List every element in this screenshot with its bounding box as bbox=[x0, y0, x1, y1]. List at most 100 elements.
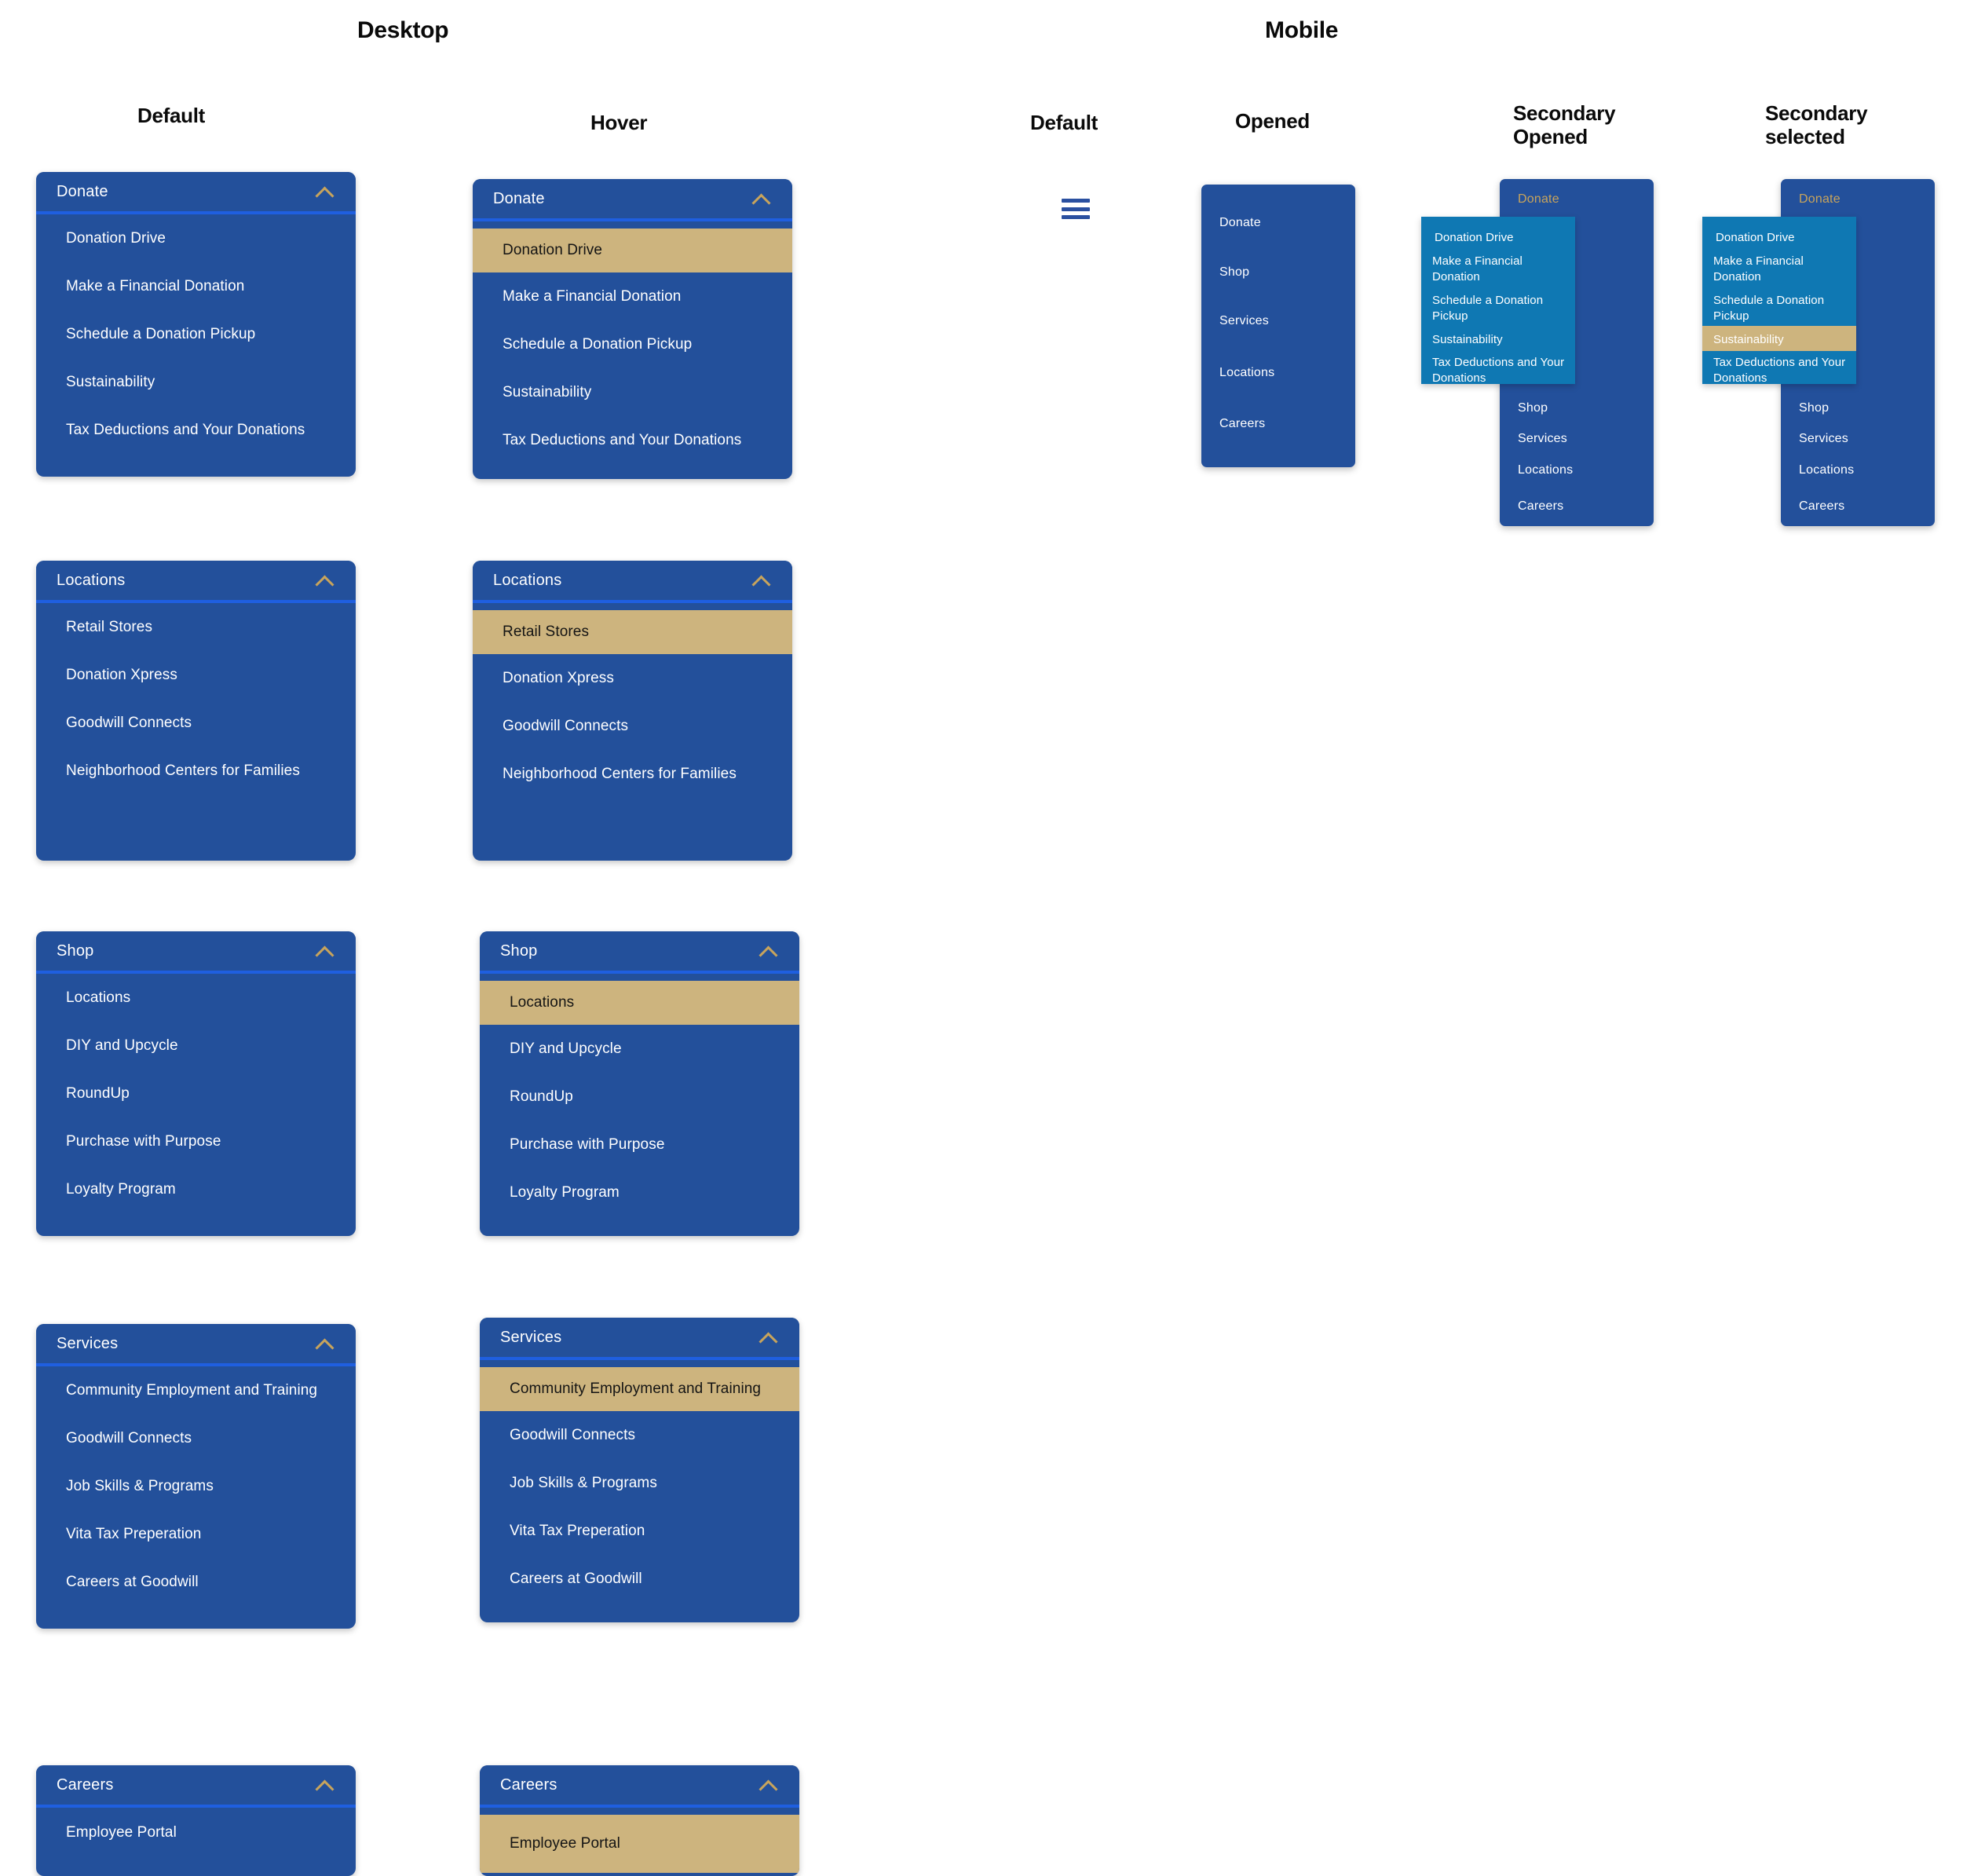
menu-item-hovered[interactable]: Employee Portal bbox=[480, 1815, 799, 1873]
chevron-up-icon[interactable] bbox=[315, 185, 335, 198]
card-header-careers[interactable]: Careers bbox=[36, 1765, 356, 1808]
card-header-donate[interactable]: Donate bbox=[473, 179, 792, 221]
menu-item[interactable]: Locations bbox=[66, 989, 131, 1006]
mobile-nav-item[interactable]: Services bbox=[1799, 432, 1848, 445]
menu-item[interactable]: Job Skills & Programs bbox=[510, 1474, 657, 1491]
mobile-nav-item[interactable]: Locations bbox=[1219, 366, 1275, 379]
menu-item[interactable]: DIY and Upcycle bbox=[510, 1040, 622, 1057]
menu-item[interactable]: Donation Xpress bbox=[503, 669, 614, 686]
desktop-default-card-careers[interactable]: Careers Employee Portal bbox=[36, 1765, 356, 1876]
menu-item[interactable]: Vita Tax Preperation bbox=[510, 1522, 645, 1539]
menu-item[interactable]: Make a Financial Donation bbox=[503, 287, 682, 305]
menu-item[interactable]: Job Skills & Programs bbox=[66, 1477, 214, 1494]
card-header-locations[interactable]: Locations bbox=[36, 561, 356, 603]
chevron-up-icon[interactable] bbox=[759, 945, 779, 957]
mobile-secondary-item[interactable]: Make a Financial Donation bbox=[1713, 254, 1804, 283]
card-header-shop[interactable]: Shop bbox=[480, 931, 799, 974]
card-header-careers[interactable]: Careers bbox=[480, 1765, 799, 1808]
mobile-nav-item[interactable]: Services bbox=[1518, 432, 1567, 445]
menu-item[interactable]: Donation Xpress bbox=[66, 666, 177, 683]
mobile-nav-item[interactable]: Careers bbox=[1799, 499, 1845, 513]
desktop-hover-card-donate[interactable]: Donate Donation Drive Make a Financial D… bbox=[473, 179, 792, 479]
menu-item-hovered[interactable]: Locations bbox=[480, 981, 799, 1025]
menu-item[interactable]: Loyalty Program bbox=[510, 1183, 620, 1201]
card-header-donate[interactable]: Donate bbox=[36, 172, 356, 214]
mobile-nav-item-active[interactable]: Donate bbox=[1799, 192, 1841, 206]
menu-item[interactable]: Tax Deductions and Your Donations bbox=[503, 431, 742, 448]
menu-item[interactable]: Goodwill Connects bbox=[503, 717, 629, 734]
menu-item-hovered[interactable]: Retail Stores bbox=[473, 610, 792, 654]
menu-item[interactable]: DIY and Upcycle bbox=[66, 1037, 178, 1054]
menu-item[interactable]: RoundUp bbox=[66, 1084, 130, 1102]
menu-item[interactable]: Employee Portal bbox=[66, 1823, 177, 1841]
chevron-up-icon[interactable] bbox=[751, 192, 772, 205]
desktop-hover-card-shop[interactable]: Shop Locations DIY and Upcycle RoundUp P… bbox=[480, 931, 799, 1236]
mobile-secondary-flyout-selected[interactable]: Donation Drive Make a Financial Donation… bbox=[1702, 217, 1856, 384]
mobile-nav-item[interactable]: Locations bbox=[1518, 463, 1574, 477]
desktop-hover-card-careers[interactable]: Careers Employee Portal bbox=[480, 1765, 799, 1876]
mobile-secondary-item[interactable]: Tax Deductions and Your Donations bbox=[1432, 356, 1565, 384]
desktop-hover-card-services[interactable]: Services Community Employment and Traini… bbox=[480, 1318, 799, 1622]
mobile-nav-item[interactable]: Services bbox=[1219, 314, 1269, 327]
menu-item[interactable]: Loyalty Program bbox=[66, 1180, 176, 1198]
card-header-services[interactable]: Services bbox=[36, 1324, 356, 1366]
card-header-locations[interactable]: Locations bbox=[473, 561, 792, 603]
mobile-secondary-item[interactable]: Make a Financial Donation bbox=[1432, 254, 1523, 283]
chevron-up-icon[interactable] bbox=[315, 1779, 335, 1791]
menu-item-hovered[interactable]: Community Employment and Training bbox=[480, 1367, 799, 1411]
menu-item[interactable]: Sustainability bbox=[66, 373, 155, 390]
mobile-nav-item[interactable]: Shop bbox=[1799, 401, 1830, 415]
mobile-secondary-item-selected[interactable]: Sustainability bbox=[1713, 333, 1784, 346]
mobile-secondary-item[interactable]: Schedule a Donation Pickup bbox=[1713, 294, 1825, 323]
mobile-nav-item-active[interactable]: Donate bbox=[1518, 192, 1559, 206]
menu-item[interactable]: Purchase with Purpose bbox=[66, 1132, 221, 1150]
menu-item[interactable]: Retail Stores bbox=[66, 618, 153, 635]
desktop-default-card-services[interactable]: Services Community Employment and Traini… bbox=[36, 1324, 356, 1629]
menu-item[interactable]: Goodwill Connects bbox=[66, 714, 192, 731]
menu-item[interactable]: Community Employment and Training bbox=[66, 1381, 318, 1399]
menu-item[interactable]: Vita Tax Preperation bbox=[66, 1525, 202, 1542]
chevron-up-icon[interactable] bbox=[315, 945, 335, 957]
menu-item[interactable]: Neighborhood Centers for Families bbox=[66, 762, 300, 779]
mobile-secondary-item[interactable]: Donation Drive bbox=[1435, 231, 1514, 244]
menu-item[interactable]: Sustainability bbox=[503, 383, 592, 400]
chevron-up-icon[interactable] bbox=[759, 1779, 779, 1791]
mobile-secondary-flyout[interactable]: Donation Drive Make a Financial Donation… bbox=[1421, 217, 1575, 384]
card-header-shop[interactable]: Shop bbox=[36, 931, 356, 974]
desktop-default-card-locations[interactable]: Locations Retail Stores Donation Xpress … bbox=[36, 561, 356, 861]
mobile-nav-panel-opened[interactable]: Donate Shop Services Locations Careers bbox=[1201, 185, 1355, 467]
menu-item[interactable]: Goodwill Connects bbox=[510, 1426, 636, 1443]
mobile-nav-item[interactable]: Shop bbox=[1219, 265, 1250, 279]
mobile-nav-item[interactable]: Careers bbox=[1518, 499, 1564, 513]
mobile-nav-item[interactable]: Locations bbox=[1799, 463, 1855, 477]
mobile-secondary-item[interactable]: Sustainability bbox=[1432, 333, 1503, 346]
menu-item[interactable]: Careers at Goodwill bbox=[66, 1573, 199, 1590]
mobile-secondary-item[interactable]: Schedule a Donation Pickup bbox=[1432, 294, 1544, 323]
menu-item[interactable]: Schedule a Donation Pickup bbox=[66, 325, 256, 342]
hamburger-menu-icon[interactable] bbox=[1062, 199, 1090, 219]
card-title-careers: Careers bbox=[57, 1775, 114, 1794]
chevron-up-icon[interactable] bbox=[751, 574, 772, 587]
menu-item-hovered[interactable]: Donation Drive bbox=[473, 229, 792, 272]
menu-item[interactable]: Tax Deductions and Your Donations bbox=[66, 421, 305, 438]
menu-item[interactable]: Neighborhood Centers for Families bbox=[503, 765, 737, 782]
mobile-nav-item[interactable]: Donate bbox=[1219, 216, 1261, 229]
menu-item[interactable]: RoundUp bbox=[510, 1088, 573, 1105]
chevron-up-icon[interactable] bbox=[315, 574, 335, 587]
menu-item[interactable]: Purchase with Purpose bbox=[510, 1135, 665, 1153]
desktop-default-card-shop[interactable]: Shop Locations DIY and Upcycle RoundUp P… bbox=[36, 931, 356, 1236]
desktop-default-card-donate[interactable]: Donate Donation Drive Make a Financial D… bbox=[36, 172, 356, 477]
menu-item[interactable]: Make a Financial Donation bbox=[66, 277, 245, 294]
chevron-up-icon[interactable] bbox=[315, 1337, 335, 1350]
chevron-up-icon[interactable] bbox=[759, 1331, 779, 1344]
mobile-secondary-item[interactable]: Tax Deductions and Your Donations bbox=[1713, 356, 1846, 384]
menu-item[interactable]: Schedule a Donation Pickup bbox=[503, 335, 693, 353]
menu-item[interactable]: Donation Drive bbox=[66, 229, 166, 247]
mobile-nav-item[interactable]: Shop bbox=[1518, 401, 1548, 415]
mobile-nav-item[interactable]: Careers bbox=[1219, 417, 1266, 430]
card-header-services[interactable]: Services bbox=[480, 1318, 799, 1360]
desktop-hover-card-locations[interactable]: Locations Retail Stores Donation Xpress … bbox=[473, 561, 792, 861]
menu-item[interactable]: Goodwill Connects bbox=[66, 1429, 192, 1446]
mobile-secondary-item[interactable]: Donation Drive bbox=[1716, 231, 1795, 244]
menu-item[interactable]: Careers at Goodwill bbox=[510, 1570, 642, 1587]
